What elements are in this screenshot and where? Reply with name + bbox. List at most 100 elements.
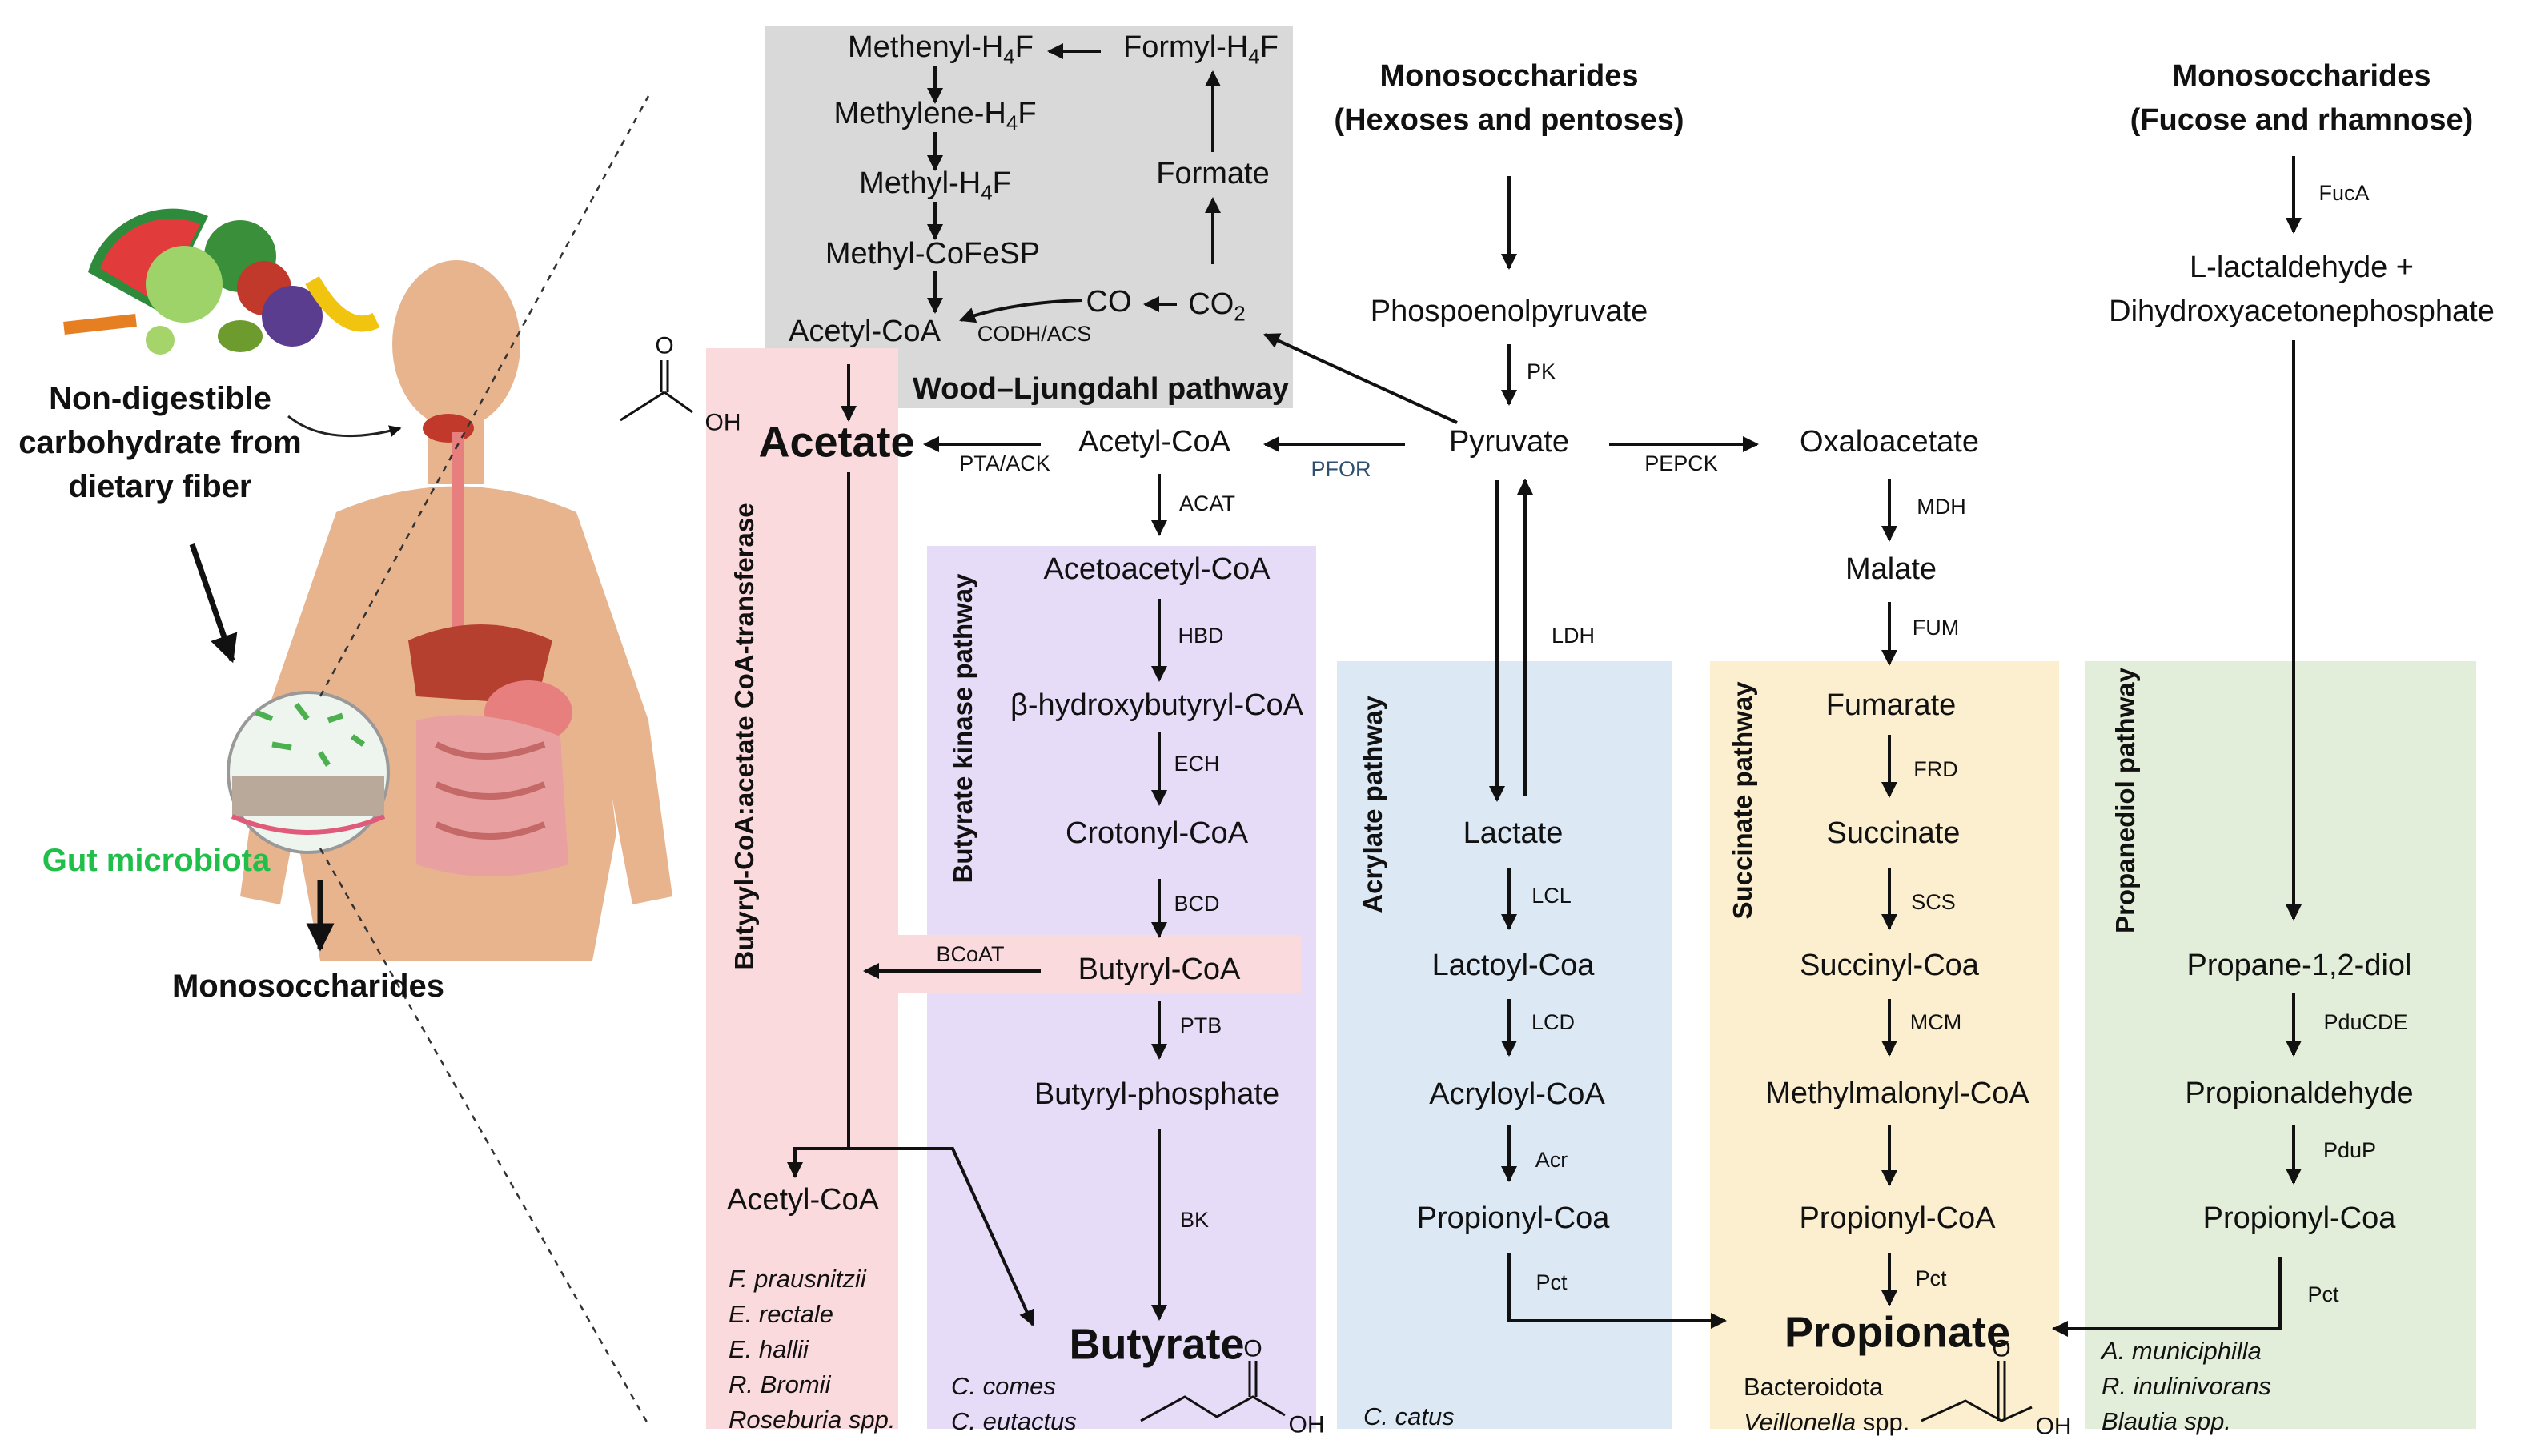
butyric-acid-structure: [1140, 1361, 1286, 1422]
pfor-enzyme: PFOR: [1311, 457, 1371, 482]
species-ceutactus: C. eutactus: [951, 1406, 1077, 1435]
species-roseburia: Roseburia spp.: [729, 1405, 896, 1434]
gut-microbiota-illustration: [227, 691, 390, 854]
succinate: Succinate: [1826, 816, 1961, 851]
scs-enzyme: SCS: [1911, 890, 1956, 915]
wl-title: Wood–Ljungdahl pathway: [912, 372, 1290, 407]
species-amuciniphila: A. municiphilla: [2101, 1336, 2262, 1365]
mdh-enzyme: MDH: [1917, 495, 1966, 519]
fiber-to-gut-arrow: [189, 543, 238, 664]
fiber-label-line2: carbohydrate from: [18, 425, 302, 460]
acetic-acid-structure: [620, 360, 693, 422]
wl-acetyl-coa: Acetyl-CoA: [788, 315, 941, 349]
hydroxybutyryl-coa: β-hydroxybutyryl-CoA: [1010, 688, 1304, 723]
bcd-enzyme: BCD: [1174, 892, 1220, 917]
species-veillonella: Veillonella spp.: [1744, 1407, 1910, 1436]
wl-arrows: [841, 43, 1221, 422]
species-erectale: E. rectale: [729, 1299, 833, 1328]
fuca-enzyme: FucA: [2318, 181, 2370, 206]
ptb-enzyme: PTB: [1179, 1013, 1222, 1038]
succinate-title: Succinate pathway: [1728, 681, 1757, 920]
formate: Formate: [1156, 157, 1270, 191]
bcoat-highlight: [893, 935, 1301, 993]
transferase-title: Butyryl-CoA:acetate CoA-transferase: [729, 503, 759, 970]
propionic-acid-structure: [1921, 1361, 2033, 1422]
frd-enzyme: FRD: [1913, 757, 1958, 782]
species-ehallii: E. hallii: [729, 1334, 809, 1363]
fiber-label-line3: dietary fiber: [68, 469, 252, 504]
succinate-propionyl-coa: Propionyl-CoA: [1799, 1201, 1996, 1236]
lcl-enzyme: LCL: [1531, 884, 1572, 908]
acetate-o: O: [655, 332, 674, 359]
propane-diol: Propane-1,2-diol: [2186, 949, 2412, 983]
formyl-h4f: Formyl-H4F: [1123, 30, 1279, 69]
butyrate-oh: OH: [1288, 1411, 1325, 1438]
oxaloacetate: Oxaloacetate: [1800, 425, 1979, 459]
fucose-title-line1: Monosoccharides: [2172, 59, 2431, 94]
lactoyl-coa: Lactoyl-Coa: [1431, 949, 1595, 983]
ldh-enzyme: LDH: [1551, 624, 1596, 648]
mcm-enzyme: MCM: [1909, 1010, 1962, 1035]
propanediol-propionyl-coa: Propionyl-Coa: [2202, 1201, 2396, 1236]
propionate: Propionate: [1784, 1308, 2011, 1357]
phosphoenolpyruvate: Phospoenolpyruvate: [1370, 295, 1648, 329]
acetoacetyl-coa: Acetoacetyl-CoA: [1043, 552, 1271, 587]
propionate-o: O: [1992, 1335, 2011, 1362]
species-blautia: Blautia spp.: [2101, 1406, 2231, 1435]
crotonyl-coa: Crotonyl-CoA: [1065, 816, 1249, 851]
acr-enzyme: Acr: [1535, 1148, 1568, 1173]
methyl-h4f: Methyl-H4F: [859, 166, 1011, 205]
acrylate-pct-enzyme: Pct: [1535, 1270, 1568, 1295]
gut-microbiota-label: Gut microbiota: [42, 843, 271, 878]
species-ccatus: C. catus: [1363, 1402, 1455, 1430]
propionaldehyde: Propionaldehyde: [2185, 1077, 2414, 1111]
species-rbromii: R. Bromii: [729, 1370, 831, 1398]
succinyl-coa: Succinyl-Coa: [1800, 949, 1979, 983]
lcd-enzyme: LCD: [1531, 1010, 1576, 1035]
malate: Malate: [1845, 552, 1937, 587]
propanediol-pct-enzyme: Pct: [2307, 1282, 2339, 1307]
methylene-h4f: Methylene-H4F: [833, 96, 1037, 135]
pyruvate: Pyruvate: [1449, 425, 1569, 459]
pducde-enzyme: PduCDE: [2323, 1010, 2408, 1035]
transferase-arrows: [787, 472, 1041, 1326]
acetate-oh: OH: [705, 409, 741, 436]
acrylate-title: Acrylate pathway: [1358, 696, 1387, 913]
butyrate-o: O: [1243, 1335, 1262, 1362]
species-fprausnitzii: F. prausnitzii: [729, 1264, 866, 1293]
methyl-cofesp: Methyl-CoFeSP: [825, 237, 1041, 271]
lactate: Lactate: [1463, 816, 1564, 851]
zoom-line-bottom: [319, 848, 650, 1426]
lactaldehyde-line1: L-lactaldehyde +: [2190, 251, 2414, 285]
butyryl-phosphate: Butyryl-phosphate: [1034, 1077, 1280, 1112]
propanediol-title: Propanediol pathway: [2110, 668, 2140, 933]
fiber-to-mouth-arrow: [287, 415, 402, 438]
monosaccharides-label: Monosoccharides: [171, 969, 445, 1004]
methylmalonyl-coa: Methylmalonyl-CoA: [1765, 1077, 2029, 1111]
kinase-title: Butyrate kinase pathway: [948, 573, 977, 884]
propanediol-arrows: [2052, 156, 2302, 1337]
co2: CO2: [1188, 287, 1246, 326]
pta-ack-enzyme: PTA/ACK: [959, 451, 1050, 476]
lactaldehyde-line2: Dihydroxyacetonephosphate: [2109, 295, 2495, 329]
transferase-acetyl-coa: Acetyl-CoA: [726, 1183, 880, 1217]
butyryl-coa: Butyryl-CoA: [1078, 953, 1241, 987]
species-ccomes: C. comes: [951, 1371, 1056, 1400]
fumarate: Fumarate: [1825, 688, 1957, 723]
fum-enzyme: FUM: [1912, 616, 1960, 640]
acetate: Acetate: [758, 418, 915, 467]
human-body-illustration: [240, 260, 672, 961]
propionate-oh: OH: [2035, 1413, 2072, 1440]
hexoses-title-line2: (Hexoses and pentoses): [1334, 103, 1684, 138]
ech-enzyme: ECH: [1174, 752, 1220, 776]
species-bacteroidota: Bacteroidota: [1744, 1372, 1884, 1401]
central-arrows: [923, 176, 1759, 802]
acrylate-arrows: [1501, 868, 1727, 1329]
fucose-title-line2: (Fucose and rhamnose): [2130, 103, 2474, 138]
co: CO: [1086, 285, 1132, 319]
fiber-label-line1: Non-digestible: [49, 381, 271, 416]
pdup-enzyme: PduP: [2322, 1138, 2377, 1163]
acetyl-coa: Acetyl-CoA: [1078, 425, 1231, 459]
